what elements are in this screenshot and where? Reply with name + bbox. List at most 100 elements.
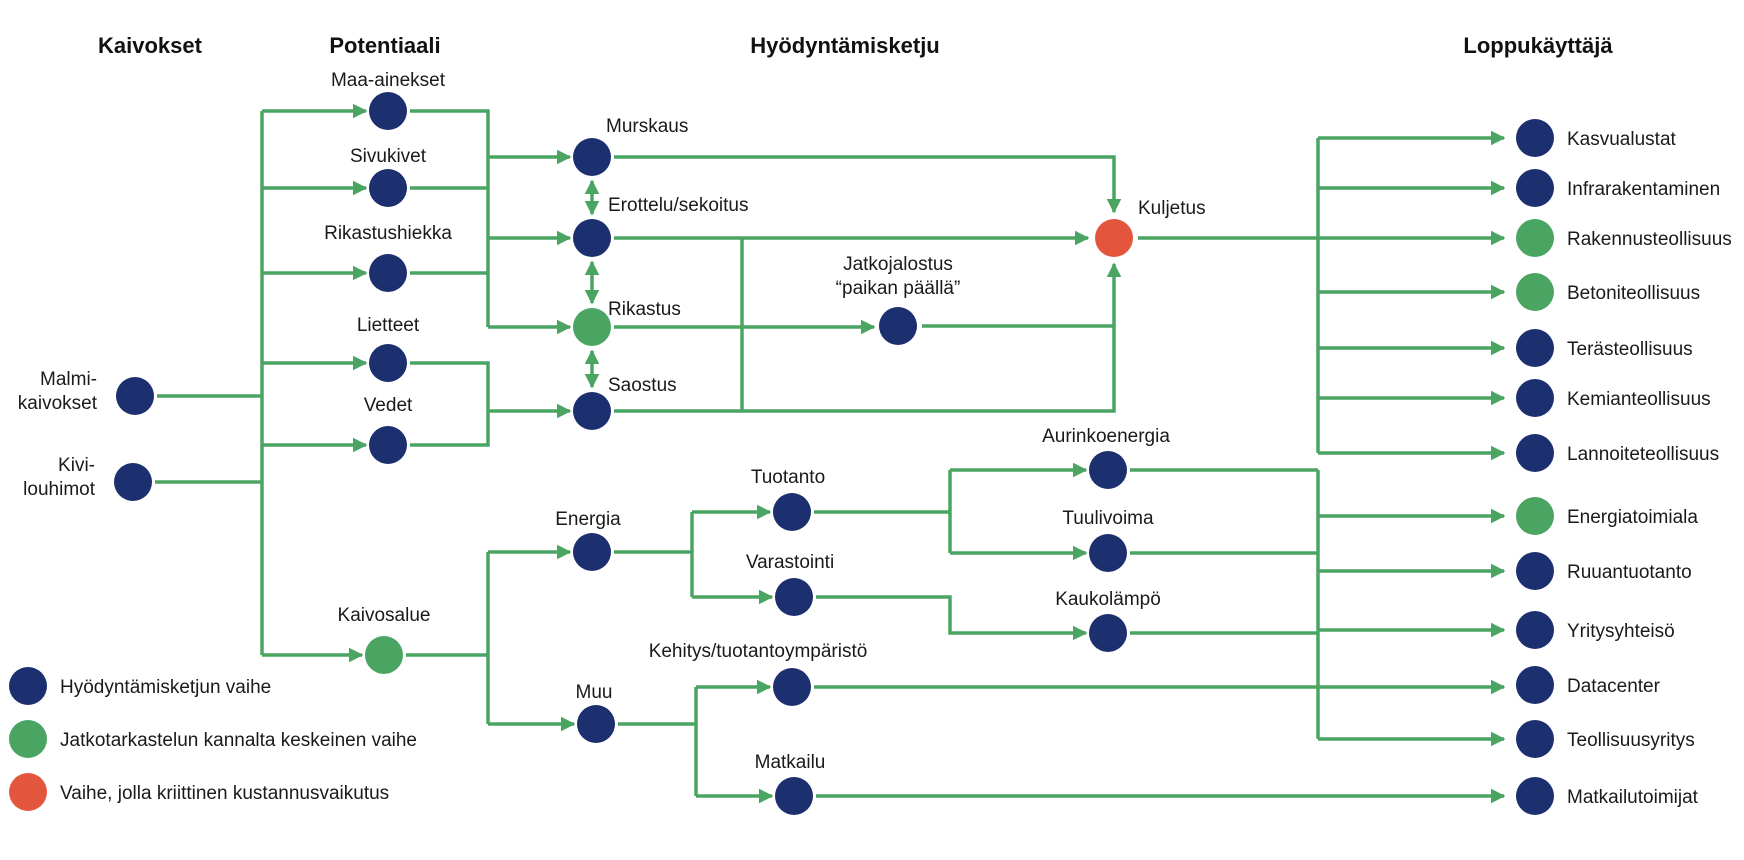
node-tuuli: Tuulivoima xyxy=(1062,508,1154,572)
bus-energia xyxy=(614,550,694,597)
node-e_lan-label: Lannoiteteollisuus xyxy=(1567,444,1719,465)
node-malmi-label: Malmi- xyxy=(40,369,97,390)
node-e_dat-label: Datacenter xyxy=(1567,676,1661,697)
node-e_teo: Teollisuusyritys xyxy=(1516,720,1695,758)
node-aurinko-label: Aurinkoenergia xyxy=(1042,426,1170,447)
node-e_teo-circle xyxy=(1516,720,1554,758)
node-varastointi: Varastointi xyxy=(746,552,834,616)
node-murskaus-circle xyxy=(573,138,611,176)
legend-label-blue: Hyödyntämisketjun vaihe xyxy=(60,677,271,698)
node-jatko: Jatkojalostus “paikan päällä” xyxy=(836,254,961,345)
node-vedet: Vedet xyxy=(364,395,413,464)
node-e_ene: Energiatoimiala xyxy=(1516,497,1698,535)
node-jatko-label: Jatkojalostus xyxy=(843,254,953,275)
bus-potential-process xyxy=(410,109,490,327)
node-rika_h-circle xyxy=(369,254,407,292)
node-matkailu: Matkailu xyxy=(755,752,826,815)
node-e_rak: Rakennusteollisuus xyxy=(1516,219,1732,257)
node-e_kem: Kemianteollisuus xyxy=(1516,379,1711,417)
node-erottelu-label: Erottelu/sekoitus xyxy=(608,195,748,216)
node-sivu-label: Sivukivet xyxy=(350,146,427,167)
node-e_dat-circle xyxy=(1516,666,1554,704)
node-e_ruo: Ruuantuotanto xyxy=(1516,552,1692,590)
node-rikastus-label: Rikastus xyxy=(608,299,681,320)
node-varastointi-circle xyxy=(775,578,813,616)
node-muu: Muu xyxy=(576,682,615,743)
node-muu-label: Muu xyxy=(576,682,613,703)
node-rika_h: Rikastushiekka xyxy=(324,223,452,292)
node-e_ruo-label: Ruuantuotanto xyxy=(1567,562,1692,583)
node-e_rak-label: Rakennusteollisuus xyxy=(1567,229,1732,250)
node-kehitys: Kehitys/tuotantoympäristö xyxy=(649,641,868,706)
node-kaivosalue-circle xyxy=(365,636,403,674)
node-e_bet: Betoniteollisuus xyxy=(1516,273,1700,311)
node-saostus-circle xyxy=(573,392,611,430)
node-e_kasvu-circle xyxy=(1516,119,1554,157)
node-e_ter-circle xyxy=(1516,329,1554,367)
node-jatko-label: “paikan päällä” xyxy=(836,278,961,299)
node-tuotanto-circle xyxy=(773,493,811,531)
node-kivi-circle xyxy=(114,463,152,501)
node-kauko-circle xyxy=(1089,614,1127,652)
node-kehitys-circle xyxy=(773,668,811,706)
node-matkailu-label: Matkailu xyxy=(755,752,826,773)
node-e_ter: Terästeollisuus xyxy=(1516,329,1693,367)
connector-murskaus-kuljetus xyxy=(614,155,1122,214)
node-saostus: Saostus xyxy=(573,375,677,430)
node-rikastus: Rikastus xyxy=(573,299,681,346)
node-liet-label: Lietteet xyxy=(357,315,420,336)
node-kauko: Kaukolämpö xyxy=(1055,589,1161,652)
node-e_kem-circle xyxy=(1516,379,1554,417)
node-matkailu-circle xyxy=(775,777,813,815)
header-hyodyntamisketju: Hyödyntämisketju xyxy=(750,33,940,58)
node-e_infra: Infrarakentaminen xyxy=(1516,169,1720,207)
node-kauko-label: Kaukolämpö xyxy=(1055,589,1161,610)
node-vedet-circle xyxy=(369,426,407,464)
node-e_mat-circle xyxy=(1516,777,1554,815)
edges xyxy=(155,103,1506,804)
node-varastointi-label: Varastointi xyxy=(746,552,834,573)
legend-swatch-green xyxy=(9,720,47,758)
node-liet: Lietteet xyxy=(357,315,420,382)
node-malmi-label: kaivokset xyxy=(18,393,98,414)
node-e_ter-label: Terästeollisuus xyxy=(1567,339,1693,360)
node-e_infra-circle xyxy=(1516,169,1554,207)
node-kuljetus-circle xyxy=(1095,219,1133,257)
node-e_dat: Datacenter xyxy=(1516,666,1661,704)
node-murskaus: Murskaus xyxy=(573,116,688,176)
node-e_bet-label: Betoniteollisuus xyxy=(1567,283,1700,304)
node-e_mat-label: Matkailutoimijat xyxy=(1567,787,1699,808)
node-liet-circle xyxy=(369,344,407,382)
node-e_yri: Yritysyhteisö xyxy=(1516,611,1675,649)
node-tuotanto-label: Tuotanto xyxy=(751,467,825,488)
legend-label-green: Jatkotarkastelun kannalta keskeinen vaih… xyxy=(60,730,417,751)
node-rika_h-label: Rikastushiekka xyxy=(324,223,452,244)
connector-saostus-kuljetus xyxy=(614,262,1122,413)
node-aurinko-circle xyxy=(1089,451,1127,489)
node-e_ene-circle xyxy=(1516,497,1554,535)
node-e_kasvu-label: Kasvualustat xyxy=(1567,129,1677,150)
node-e_lan: Lannoiteteollisuus xyxy=(1516,434,1719,472)
node-kuljetus-label: Kuljetus xyxy=(1138,198,1206,219)
node-rikastus-circle xyxy=(573,308,611,346)
node-kaivosalue-label: Kaivosalue xyxy=(338,605,431,626)
node-sivu: Sivukivet xyxy=(350,146,427,207)
node-kivi-label: louhimot xyxy=(23,479,96,500)
nodes: Malmi-kaivoksetKivi-louhimotMaa-ainekset… xyxy=(18,70,1732,815)
node-e_lan-circle xyxy=(1516,434,1554,472)
node-kehitys-label: Kehitys/tuotantoympäristö xyxy=(649,641,868,662)
legend-swatch-red xyxy=(9,773,47,811)
legend: Hyödyntämisketjun vaiheJatkotarkastelun … xyxy=(9,667,417,811)
node-e_infra-label: Infrarakentaminen xyxy=(1567,179,1720,200)
node-e_ruo-circle xyxy=(1516,552,1554,590)
node-energia-circle xyxy=(573,533,611,571)
node-sivu-circle xyxy=(369,169,407,207)
node-malmi: Malmi-kaivokset xyxy=(18,369,154,415)
bus-muu xyxy=(618,722,698,796)
node-e_yri-circle xyxy=(1516,611,1554,649)
node-maa-circle xyxy=(369,92,407,130)
node-e_bet-circle xyxy=(1516,273,1554,311)
node-e_yri-label: Yritysyhteisö xyxy=(1567,621,1675,642)
node-kuljetus: Kuljetus xyxy=(1095,198,1206,257)
